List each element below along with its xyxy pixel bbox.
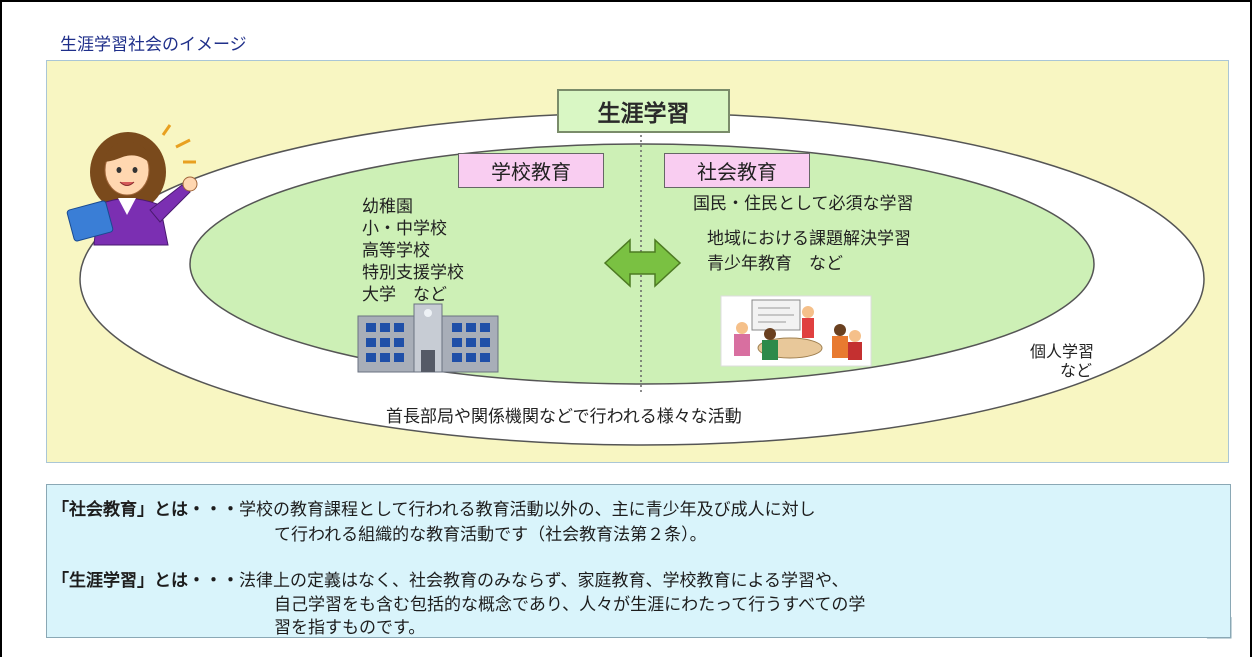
- individual-learning-note-suffix: など: [1060, 361, 1093, 380]
- social-education-definition: 「社会教育」とは・・・学校の教育課程として行われる教育活動以外の、主に青少年及び…: [52, 495, 816, 520]
- social-item: 地域における課題解決学習: [707, 229, 911, 249]
- explanation-box: [46, 484, 1231, 638]
- double-arrow-icon: [603, 238, 682, 288]
- school-building-icon: [357, 303, 499, 373]
- social-item: 青少年教育 など: [707, 254, 843, 274]
- lifelong-learning-term: 「生涯学習」とは・・・: [52, 571, 239, 591]
- school-item: 高等学校: [362, 241, 430, 261]
- school-item: 幼稚園: [362, 197, 413, 217]
- social-education-text: 学校の教育課程として行われる教育活動以外の、主に青少年及び成人に対し: [239, 500, 816, 520]
- page-title: 生涯学習社会のイメージ: [60, 35, 247, 55]
- social-education-text-cont: て行われる組織的な教育活動です（社会教育法第２条）。: [274, 525, 707, 545]
- bottom-activities-note: 首長部局や関係機関などで行われる様々な活動: [386, 407, 742, 427]
- lifelong-learning-label: 生涯学習: [557, 89, 730, 133]
- woman-pointing-icon: [66, 124, 198, 246]
- school-education-label: 学校教育: [458, 153, 604, 188]
- individual-learning-note: 個人学習: [1030, 342, 1095, 361]
- social-item: 国民・住民として必須な学習: [693, 194, 914, 214]
- lifelong-learning-text-end: 習を指すものです。: [274, 618, 426, 638]
- lifelong-learning-text-cont: 自己学習をも含む包括的な概念であり、人々が生涯にわたって行うすべての学: [274, 595, 866, 615]
- social-education-term: 「社会教育」とは・・・: [52, 500, 239, 520]
- school-item: 大学 など: [362, 285, 447, 305]
- social-education-label: 社会教育: [664, 153, 810, 188]
- school-item: 特別支援学校: [362, 263, 464, 283]
- school-items-list: 幼稚園 小・中学校 高等学校 特別支援学校 大学 など: [362, 196, 464, 306]
- classroom-meeting-icon: [720, 295, 872, 367]
- school-item: 小・中学校: [362, 219, 447, 239]
- lifelong-learning-definition: 「生涯学習」とは・・・法律上の定義はなく、社会教育のみならず、家庭教育、学校教育…: [52, 566, 848, 591]
- lifelong-learning-text: 法律上の定義はなく、社会教育のみならず、家庭教育、学校教育による学習や、: [239, 571, 849, 591]
